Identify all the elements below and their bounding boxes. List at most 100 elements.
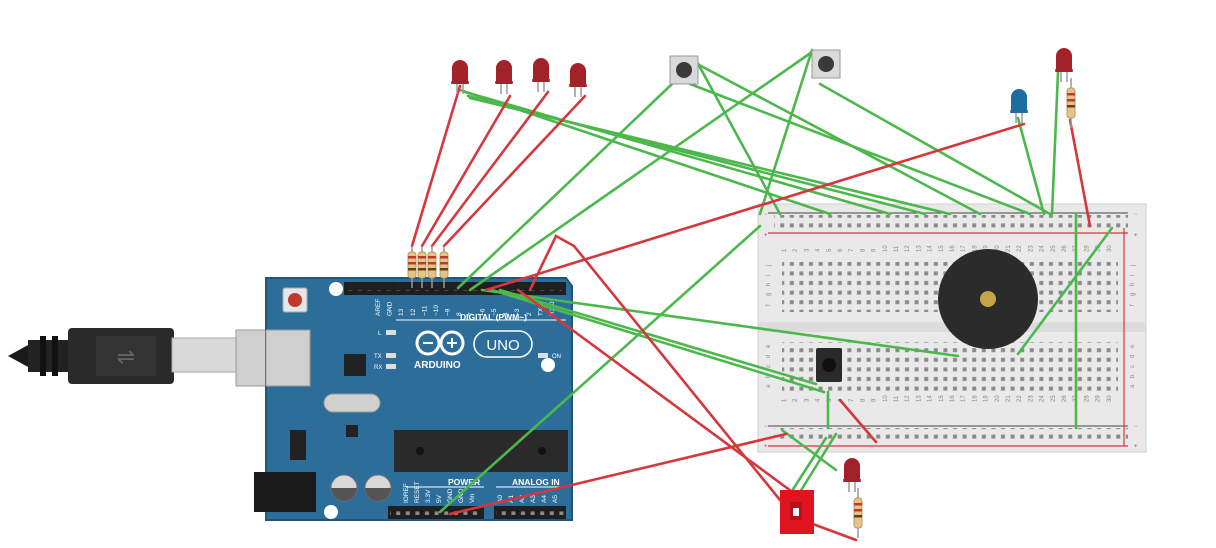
column-number: 3 (804, 398, 810, 402)
pin-label: ~3 (514, 308, 521, 316)
column-number: 17 (961, 245, 967, 252)
column-number: 18 (972, 245, 978, 252)
column-number: 20 (995, 395, 1001, 402)
column-number: 24 (1040, 395, 1046, 402)
buzzer-icon[interactable] (938, 249, 1038, 349)
led-on-label: ON (552, 354, 561, 360)
svg-text:⇌: ⇌ (117, 345, 135, 370)
row-letter: a (1130, 384, 1136, 388)
arduino-uno-board[interactable]: ARDUINO UNO DIGITAL (PWM~) POWER ANALOG … (254, 277, 573, 521)
led-icon[interactable] (1011, 89, 1027, 113)
arduino-logo (415, 330, 533, 358)
led-icon[interactable] (452, 60, 468, 84)
led-rx-label: RX (374, 365, 382, 371)
column-number: 21 (1006, 395, 1012, 402)
column-number: 5 (827, 248, 833, 252)
column-number: 22 (1017, 395, 1023, 402)
rail-minus-bottom-left: − (764, 424, 768, 430)
row-letter: c (766, 365, 772, 368)
column-number: 11 (894, 245, 900, 252)
pin-label: TX 1 (537, 302, 544, 316)
resistor-icon (407, 78, 1076, 538)
column-number: 26 (1062, 245, 1068, 252)
led-icon[interactable] (570, 63, 586, 87)
led-tx-label: TX (374, 354, 382, 360)
pin-label: ~9 (445, 308, 452, 316)
pin-label: 2 (526, 312, 533, 316)
column-number: 17 (961, 395, 967, 402)
column-number: 3 (804, 248, 810, 252)
pin-label: 4 (503, 312, 510, 316)
column-number: 16 (950, 245, 956, 252)
pin-label: ~5 (491, 308, 498, 316)
column-number: 2 (793, 398, 799, 402)
column-number: 23 (1028, 245, 1034, 252)
column-number: 13 (916, 395, 922, 402)
column-number: 11 (894, 395, 900, 402)
rail-plus-bottom-left: + (764, 444, 768, 450)
wires-red[interactable] (410, 84, 1092, 542)
led-icon[interactable] (844, 458, 860, 482)
row-letter: a (766, 384, 772, 388)
resistor-icon[interactable] (407, 251, 417, 279)
row-letter: f (1130, 304, 1136, 306)
led-icon[interactable] (533, 58, 549, 82)
pin-label: A5 (552, 495, 559, 503)
column-number: 24 (1040, 245, 1046, 252)
wires-green[interactable] (438, 48, 1114, 514)
resistor-icon[interactable] (439, 251, 449, 279)
column-number: 10 (883, 395, 889, 402)
pin-label: ~6 (479, 308, 486, 316)
column-number: 8 (860, 398, 866, 402)
rail-plus-bottom: + (1134, 444, 1138, 450)
pin-label: 5V (436, 494, 443, 503)
tilt-sensor-icon[interactable] (816, 348, 842, 382)
resistor-icon[interactable] (1066, 87, 1076, 119)
row-letter: g (1130, 293, 1136, 296)
column-number: 19 (984, 245, 990, 252)
row-letter: d (1130, 355, 1136, 358)
row-letter: i (1130, 275, 1136, 276)
column-number: 4 (816, 248, 822, 252)
pin-label: 3.3V (425, 489, 432, 503)
pin-label: GND (458, 488, 465, 503)
column-number: 9 (872, 248, 878, 252)
pin-label: 7 (468, 312, 475, 316)
pin-label: GND (447, 488, 454, 503)
column-number: 8 (860, 248, 866, 252)
resistor-icon[interactable] (427, 251, 437, 279)
column-number: 12 (905, 245, 911, 252)
pin-label: 13 (398, 308, 405, 316)
pin-label: AREF (375, 299, 382, 316)
pin-label: 8 (456, 312, 463, 316)
column-number: 16 (950, 395, 956, 402)
led-icon[interactable] (1056, 48, 1072, 72)
dc-power-jack (254, 472, 316, 512)
led-icon[interactable] (496, 60, 512, 84)
column-number: 14 (928, 395, 934, 402)
column-number: 7 (849, 398, 855, 402)
column-number: 10 (883, 245, 889, 252)
column-number: 7 (849, 248, 855, 252)
rail-plus-top-left: + (764, 233, 768, 239)
resistor-icon[interactable] (417, 251, 427, 279)
row-letter: f (766, 304, 772, 306)
column-number: 26 (1062, 395, 1068, 402)
push-button-icon[interactable] (669, 49, 841, 85)
row-letter: e (766, 344, 772, 348)
column-number: 1 (782, 398, 788, 402)
column-number: 6 (838, 248, 844, 252)
slide-switch-icon[interactable] (780, 490, 814, 534)
led-icon[interactable] (451, 48, 1073, 492)
column-number: 28 (1084, 395, 1090, 402)
pin-label: IOREF (403, 483, 410, 503)
column-number: 20 (995, 245, 1001, 252)
resistor-icon[interactable] (853, 497, 863, 529)
pin-label: ~11 (421, 305, 428, 316)
pin-label: RESET (414, 481, 421, 503)
column-number: 21 (1006, 245, 1012, 252)
column-number: 13 (916, 245, 922, 252)
column-number: 14 (928, 245, 934, 252)
